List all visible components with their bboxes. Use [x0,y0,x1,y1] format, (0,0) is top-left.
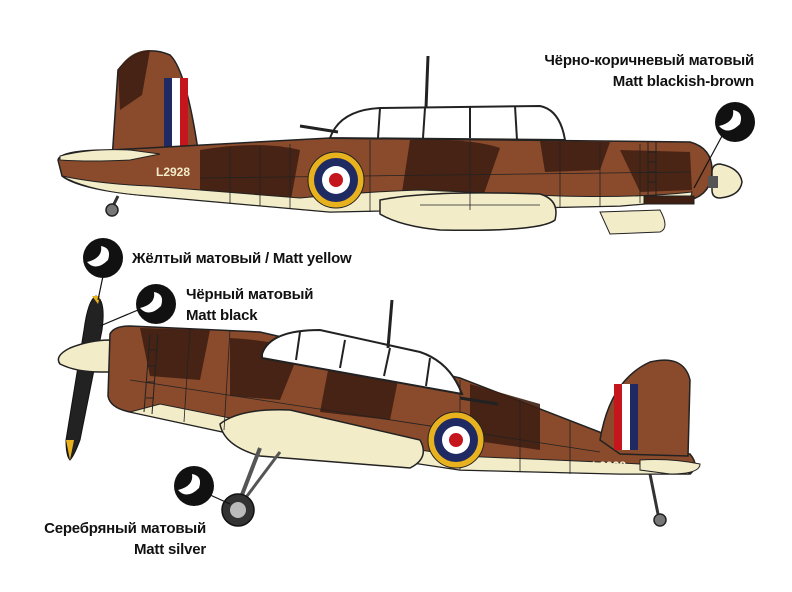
callout-yellow-marker [83,238,123,301]
top-canopy [328,104,567,142]
top-serial-number: L2928 [156,165,190,179]
top-aerial-mast [424,55,430,109]
top-tail-wheel [105,195,120,217]
bottom-boarding-steps [143,333,159,415]
callout-blackish-brown-label: Чёрно-коричневый матовый Matt blackish-b… [544,50,754,92]
callout-black-marker [99,284,176,327]
bottom-fin-flash-red [614,384,622,450]
top-aircraft-profile: L2928 [57,50,743,235]
callout-black-line2: Matt black [186,307,258,324]
top-fin-flash-red [180,78,188,150]
bottom-main-undercarriage [221,447,282,527]
callout-yellow-line1: Жёлтый матовый / Matt yellow [132,250,352,267]
bottom-fin [599,359,691,457]
top-fin-flash-blue [164,78,172,150]
callout-blackish-brown-line1: Чёрно-коричневый матовый [544,52,754,69]
bottom-tail-wheel [648,473,667,527]
top-fin-flash-white [172,78,180,150]
bottom-aircraft-profile: L2928 [57,295,701,527]
callout-black-label: Чёрный матовый Matt black [186,284,314,326]
callout-silver-line1: Серебряный матовый [44,520,206,537]
callout-silver-label: Серебряный матовый Matt silver [44,518,206,560]
callout-silver-marker [174,466,231,506]
callout-silver-line2: Matt silver [134,541,206,558]
bottom-wing [219,409,425,469]
bottom-canopy [261,328,464,396]
top-roundel [307,151,365,209]
callout-yellow-label: Жёлтый матовый / Matt yellow [132,248,352,269]
bottom-roundel [427,411,485,469]
bottom-aerial-mast [386,299,394,349]
bottom-serial-number: L2928 [592,459,626,473]
top-boarding-steps [647,142,657,196]
bottom-spinner [57,339,113,373]
top-spinner [711,163,743,199]
bottom-fin-flash-blue [630,384,638,450]
callout-blackish-brown-marker [693,102,755,189]
top-wing [379,192,557,232]
bottom-propeller [65,295,104,461]
callout-black-line1: Чёрный матовый [186,286,314,303]
callout-blackish-brown-line2: Matt blackish-brown [612,73,754,90]
bottom-fin-flash-white [622,384,630,450]
